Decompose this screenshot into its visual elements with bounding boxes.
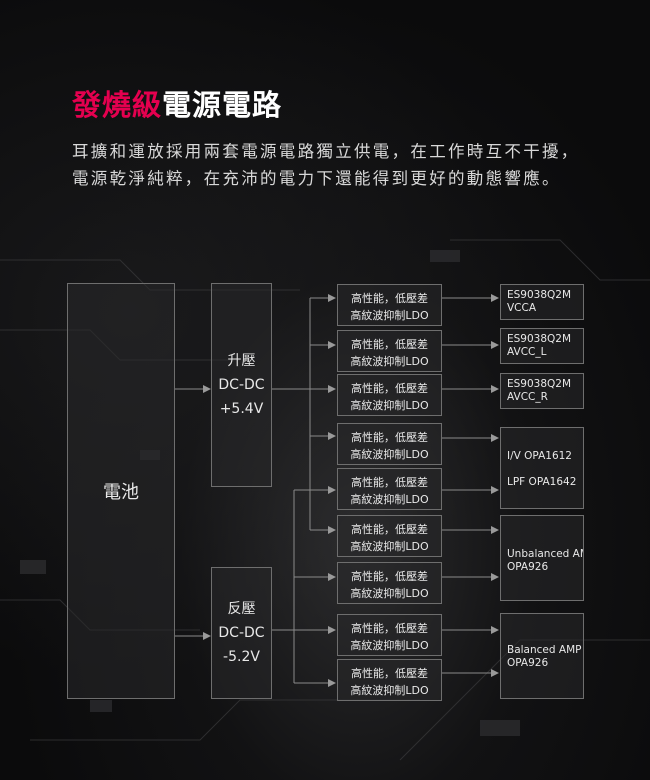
inverter-label-2: DC-DC [218, 625, 265, 641]
output-unbal-line1: Unbalanced AMP [507, 548, 583, 560]
ldo-label-2: 高紋波抑制LDO [350, 540, 429, 553]
ldo-block: 高性能，低壓差高紋波抑制LDO [337, 562, 442, 604]
output-vcca-block: ES9038Q2M VCCA [500, 284, 584, 320]
output-avcc-l-line1: ES9038Q2M [507, 333, 572, 345]
ldo-label-1: 高性能，低壓差 [351, 523, 428, 536]
ldo-label-2: 高紋波抑制LDO [350, 493, 429, 506]
battery-label: 電池 [103, 482, 139, 503]
output-iv-line2: LPF OPA1642 [507, 476, 577, 488]
output-unbalanced-block: Unbalanced AMP OPA926 [500, 515, 584, 601]
ldo-block: 高性能，低壓差高紋波抑制LDO [337, 423, 442, 465]
description-text: 耳擴和運放採用兩套電源電路獨立供電，在工作時互不干擾，電源乾淨純粹，在充沛的電力… [72, 142, 580, 188]
boost-label-2: DC-DC [218, 377, 265, 393]
ldo-label-1: 高性能，低壓差 [351, 292, 428, 305]
output-avcc-r-line1: ES9038Q2M [507, 378, 572, 390]
ldo-label-2: 高紋波抑制LDO [350, 355, 429, 368]
ldo-block: 高性能，低壓差高紋波抑制LDO [337, 284, 442, 326]
page-title: 發燒級電源電路 [72, 82, 282, 124]
ldo-label-2: 高紋波抑制LDO [350, 448, 429, 461]
boost-dcdc-block: 升壓 DC-DC +5.4V [211, 283, 272, 487]
output-avcc-r-block: ES9038Q2M AVCC_R [500, 373, 584, 409]
boost-label-3: +5.4V [219, 401, 264, 417]
inverter-label-1: 反壓 [227, 601, 256, 617]
ldo-block: 高性能，低壓差高紋波抑制LDO [337, 659, 442, 701]
ldo-block: 高性能，低壓差高紋波抑制LDO [337, 330, 442, 372]
output-avcc-l-block: ES9038Q2M AVCC_L [500, 328, 584, 364]
ldo-label-2: 高紋波抑制LDO [350, 587, 429, 600]
ldo-label-1: 高性能，低壓差 [351, 622, 428, 635]
ldo-label-1: 高性能，低壓差 [351, 570, 428, 583]
ldo-block: 高性能，低壓差高紋波抑制LDO [337, 614, 442, 656]
ldo-label-1: 高性能，低壓差 [351, 431, 428, 444]
ldo-block: 高性能，低壓差高紋波抑制LDO [337, 468, 442, 510]
ldo-label-2: 高紋波抑制LDO [350, 639, 429, 652]
output-bal-line1: Balanced AMP [507, 644, 582, 656]
ldo-label-2: 高紋波抑制LDO [350, 309, 429, 322]
ldo-block: 高性能，低壓差高紋波抑制LDO [337, 515, 442, 557]
output-bal-line2: OPA926 [507, 657, 549, 669]
ldo-label-2: 高紋波抑制LDO [350, 399, 429, 412]
ldo-label-2: 高紋波抑制LDO [350, 684, 429, 697]
ldo-label-1: 高性能，低壓差 [351, 338, 428, 351]
title-rest: 電源電路 [162, 88, 283, 122]
output-avcc-l-line2: AVCC_L [507, 346, 547, 358]
inverter-dcdc-block: 反壓 DC-DC -5.2V [211, 567, 272, 699]
output-iv-lpf-block: I/V OPA1612 LPF OPA1642 [500, 427, 584, 509]
output-iv-line1: I/V OPA1612 [507, 450, 572, 462]
output-unbal-line2: OPA926 [507, 561, 549, 573]
output-balanced-block: Balanced AMP OPA926 [500, 613, 584, 699]
title-highlight: 發燒級 [72, 88, 163, 122]
output-vcca-line1: ES9038Q2M [507, 289, 572, 301]
ldo-label-1: 高性能，低壓差 [351, 382, 428, 395]
ldo-block: 高性能，低壓差高紋波抑制LDO [337, 374, 442, 416]
battery-block: 電池 [67, 283, 175, 699]
output-vcca-line2: VCCA [507, 302, 537, 314]
output-avcc-r-line2: AVCC_R [507, 391, 548, 403]
boost-label-1: 升壓 [227, 353, 256, 369]
ldo-label-1: 高性能，低壓差 [351, 667, 428, 680]
ldo-label-1: 高性能，低壓差 [351, 476, 428, 489]
inverter-label-3: -5.2V [223, 649, 260, 665]
